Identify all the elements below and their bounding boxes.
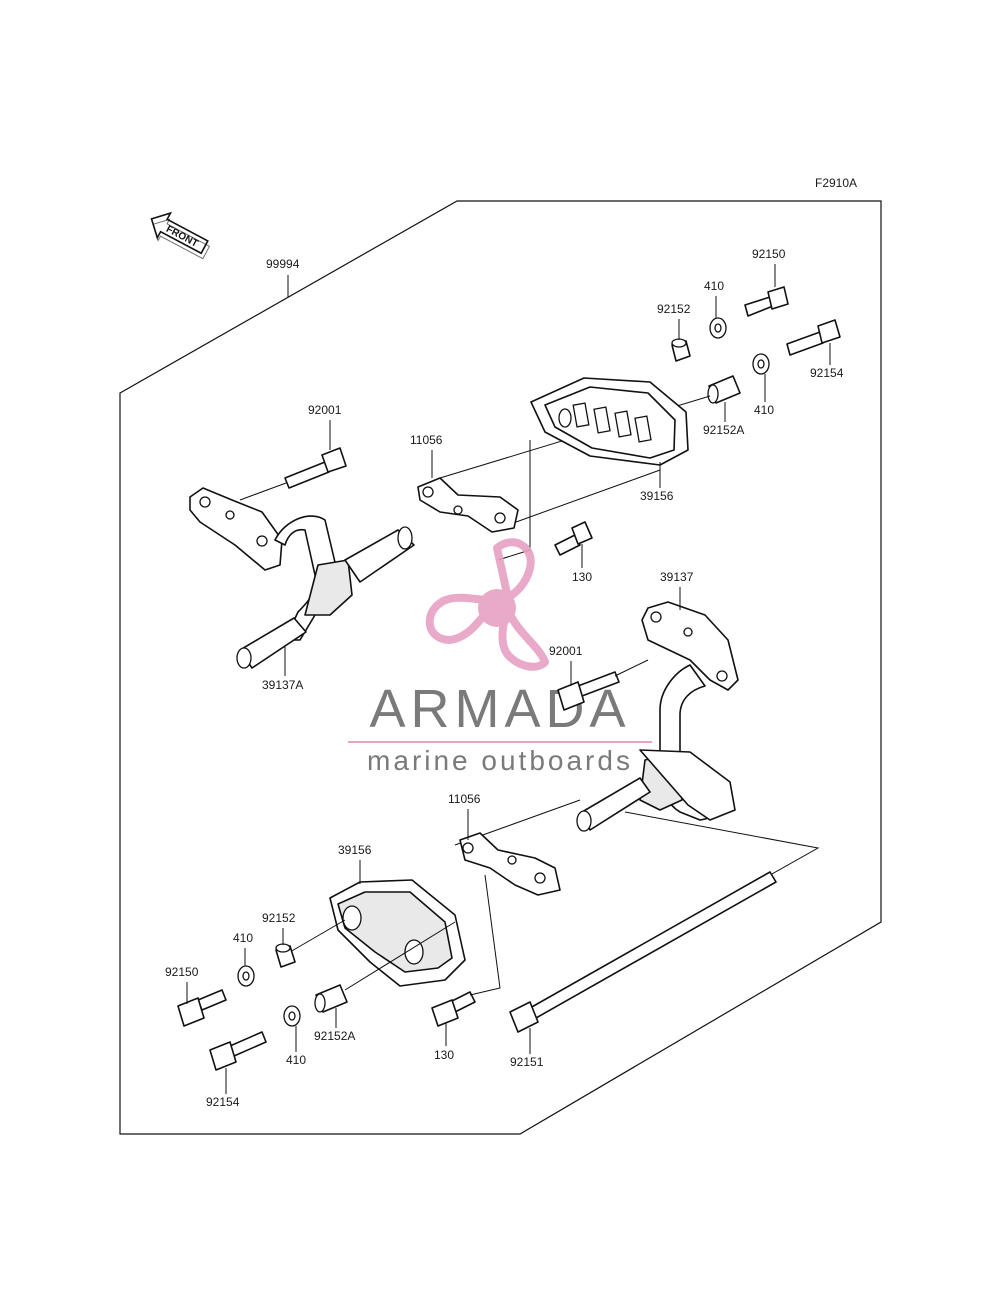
bolt-130-top (554, 521, 593, 556)
callout-39156-top: 39156 (640, 489, 674, 503)
axis-line-39156-bottom-b (344, 921, 456, 991)
callout-39137: 39137 (660, 570, 694, 584)
bracket-11056-bottom (459, 832, 561, 896)
callout-39137A: 39137A (262, 678, 303, 692)
bracket-39137 (576, 601, 739, 832)
callout-92152A-top: 92152A (703, 423, 744, 437)
frame-slider-39156-bottom (329, 879, 466, 987)
sleeve-92152A-top (707, 375, 741, 404)
callout-99994: 99994 (266, 257, 300, 271)
callout-410-top-b: 410 (754, 403, 774, 417)
watermark-tagline: marine outboards (367, 745, 633, 776)
front-arrow-icon: FRONT (150, 211, 211, 260)
callout-130-top: 130 (572, 570, 592, 584)
assembly-frame (119, 200, 882, 1135)
bolt-130-bottom (431, 991, 476, 1027)
figure-code: F2910A (815, 176, 857, 190)
axis-line-top-b (504, 469, 661, 527)
bolt-92150-top (744, 286, 789, 317)
callout-92001-top: 92001 (308, 403, 342, 417)
bracket-39137A (189, 487, 415, 669)
callout-410-bottom-a: 410 (233, 931, 253, 945)
callout-130-bottom: 130 (434, 1048, 454, 1062)
bolt-92001-top (284, 447, 347, 489)
callout-92151: 92151 (510, 1055, 544, 1069)
callout-92150-bottom: 92150 (165, 965, 199, 979)
washer-410-top-b-hole (757, 359, 765, 369)
washer-410-bottom-b-hole (288, 1011, 296, 1021)
callout-11056-top: 11056 (410, 433, 443, 447)
sleeve-92152A-bottom (314, 984, 348, 1013)
callout-92150-top: 92150 (752, 247, 786, 261)
bracket-11056-top (417, 477, 519, 533)
callout-410-bottom-b: 410 (286, 1053, 306, 1067)
axis-line-92001-top (239, 482, 287, 501)
axis-line-39156-bottom (289, 919, 346, 953)
bolt-92151 (509, 871, 777, 1033)
callout-92152-top: 92152 (657, 302, 691, 316)
callout-92154-top: 92154 (810, 366, 844, 380)
bolt-92150-bottom (177, 989, 227, 1027)
spacer-92152-bottom (275, 943, 296, 968)
armada-logo-icon (425, 538, 549, 671)
spacer-92152-top (671, 338, 691, 362)
callout-92152A-bottom: 92152A (314, 1029, 355, 1043)
frame-slider-39156-top (530, 377, 689, 466)
callout-39156-bottom: 39156 (338, 843, 372, 857)
washer-410-top-a-hole (714, 323, 722, 333)
callout-92001-mid: 92001 (549, 644, 583, 658)
axis-line-lower-b (547, 811, 820, 1001)
washer-410-bottom-a-hole (242, 971, 250, 981)
axis-line-130-bottom (469, 874, 501, 996)
callout-92152-bottom: 92152 (262, 911, 296, 925)
callout-11056-bottom: 11056 (448, 792, 481, 806)
callout-92154-bottom: 92154 (206, 1095, 240, 1109)
callout-410-top-a: 410 (704, 279, 724, 293)
bolt-92154-top (786, 319, 841, 356)
bolt-92154-bottom (209, 1031, 267, 1071)
axis-line-92001-mid (614, 659, 649, 677)
